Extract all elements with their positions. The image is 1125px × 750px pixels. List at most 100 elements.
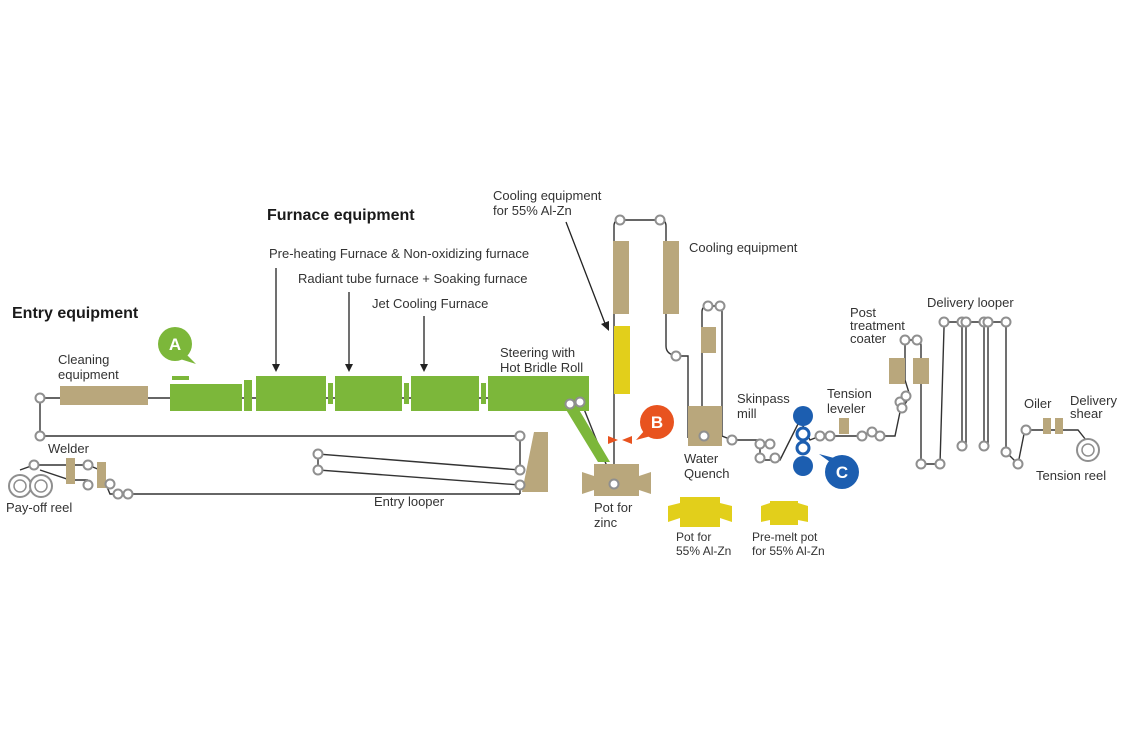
cleaning-label-2: equipment	[58, 367, 119, 382]
guide-roll	[896, 402, 908, 414]
cleaning-label: Cleaning	[58, 352, 109, 367]
air-knife-left	[608, 436, 618, 444]
cleaning-equipment: Cleaning equipment	[58, 352, 148, 405]
skinpass-work-roll-bottom	[795, 440, 811, 456]
pot-alzn-right-wing	[720, 503, 732, 522]
entry-looper: Entry looper	[374, 432, 548, 509]
premelt-left-wing	[761, 503, 770, 522]
guide-roll	[899, 334, 911, 346]
jet-arrow	[420, 364, 428, 372]
guide-roll	[824, 430, 836, 442]
payoff-reel: Pay-off reel	[6, 474, 72, 515]
speech-bubble-icon	[819, 454, 859, 489]
welder-block-1	[66, 458, 75, 484]
tension-reel-label: Tension reel	[1036, 468, 1106, 483]
radiant-arrow	[345, 364, 353, 372]
guide-roll	[654, 214, 666, 226]
post-treatment-label-2: treatment	[850, 318, 905, 333]
premelt-right-wing	[798, 503, 808, 522]
snout	[565, 408, 610, 462]
guide-roll	[34, 392, 46, 404]
tension-leveler-label-2: leveler	[827, 401, 866, 416]
tension-leveler-label: Tension	[827, 386, 872, 401]
furnace-equipment-heading: Furnace equipment	[267, 207, 415, 224]
delivery-shear-label: Delivery	[1070, 393, 1117, 408]
welder: Welder	[48, 441, 106, 488]
guide-roll	[564, 398, 576, 410]
guide-roll	[960, 316, 972, 328]
guide-roll	[915, 458, 927, 470]
tension-leveler-block	[839, 418, 849, 434]
guide-roll	[726, 434, 738, 446]
tower-cooling-left	[613, 241, 629, 314]
guide-roll	[82, 479, 94, 491]
water-quench-label: Water	[684, 451, 719, 466]
skinpass-work-roll-top	[795, 426, 811, 442]
premelt-body	[770, 501, 798, 525]
skinpass-backup-roll-top	[793, 406, 813, 426]
pot-zinc-label: Pot for	[594, 500, 633, 515]
entry-looper-label: Entry looper	[374, 494, 445, 509]
guide-roll	[1020, 424, 1032, 436]
guide-roll	[104, 478, 116, 490]
jet-cooling-furnace	[411, 376, 479, 411]
radiant-label: Radiant tube furnace + Soaking furnace	[298, 271, 527, 286]
preheat-label: Pre-heating Furnace & Non-oxidizing furn…	[269, 246, 529, 261]
guide-roll	[754, 438, 766, 450]
guide-roll	[900, 390, 912, 402]
delivery-shear-label-2: shear	[1070, 406, 1103, 421]
marker-c: C	[819, 454, 859, 489]
furnace-entry-seal	[170, 384, 242, 411]
guide-roll	[312, 448, 324, 460]
post-treatment-label-3: coater	[850, 331, 887, 346]
post-treatment-coater: Post treatment coater	[850, 305, 929, 384]
pot-alzn-label-2: 55% Al-Zn	[676, 544, 731, 558]
water-quench-label-2: Quench	[684, 466, 730, 481]
guide-roll	[670, 350, 682, 362]
guide-roll	[82, 459, 94, 471]
rolls	[28, 214, 1032, 500]
steering-label: Steering with	[500, 345, 575, 360]
skinpass-label: Skinpass	[737, 391, 790, 406]
guide-roll	[769, 452, 781, 464]
guide-roll	[874, 430, 886, 442]
pot-for-zinc: Pot for zinc	[582, 464, 651, 530]
guide-roll	[938, 316, 950, 328]
marker-a-label: A	[169, 335, 181, 354]
guide-roll	[1012, 458, 1024, 470]
pot-alzn-label: Pot for	[676, 530, 711, 544]
marker-b-label: B	[651, 413, 663, 432]
cooling-alzn-label: Cooling equipment	[493, 188, 602, 203]
cleaning-block	[60, 386, 148, 405]
skinpass-mill: Skinpass mill	[737, 391, 813, 476]
guide-roll	[34, 430, 46, 442]
pot-zinc-label-2: zinc	[594, 515, 618, 530]
guide-roll	[982, 316, 994, 328]
oiler-label: Oiler	[1024, 396, 1052, 411]
guide-roll	[702, 300, 714, 312]
delivery-shear: Delivery shear	[1070, 393, 1117, 421]
guide-roll	[28, 459, 40, 471]
skinpass-backup-roll-bottom	[793, 456, 813, 476]
guide-roll	[934, 458, 946, 470]
guide-roll	[514, 479, 526, 491]
coil-icon	[1076, 438, 1100, 462]
delivery-looper: Delivery looper	[927, 295, 1014, 310]
tower-cooling-right	[663, 241, 679, 314]
oiler-block-1	[1043, 418, 1051, 434]
oiler: Oiler	[1024, 396, 1063, 434]
guide-roll	[814, 430, 826, 442]
pot-zinc-right-wing	[639, 472, 651, 494]
guide-roll	[978, 440, 990, 452]
steering-label-2: Hot Bridle Roll	[500, 360, 583, 375]
preheat-arrow	[272, 364, 280, 372]
coater-block-left	[889, 358, 905, 384]
furnace-connector-3	[404, 383, 409, 404]
guide-roll	[1000, 316, 1012, 328]
pot-zinc-left-wing	[582, 472, 594, 494]
furnace-connector-2	[328, 383, 333, 404]
steering-hot-bridle: Steering with Hot Bridle Roll	[500, 345, 583, 375]
preheat-furnace	[256, 376, 326, 411]
guide-roll	[614, 214, 626, 226]
